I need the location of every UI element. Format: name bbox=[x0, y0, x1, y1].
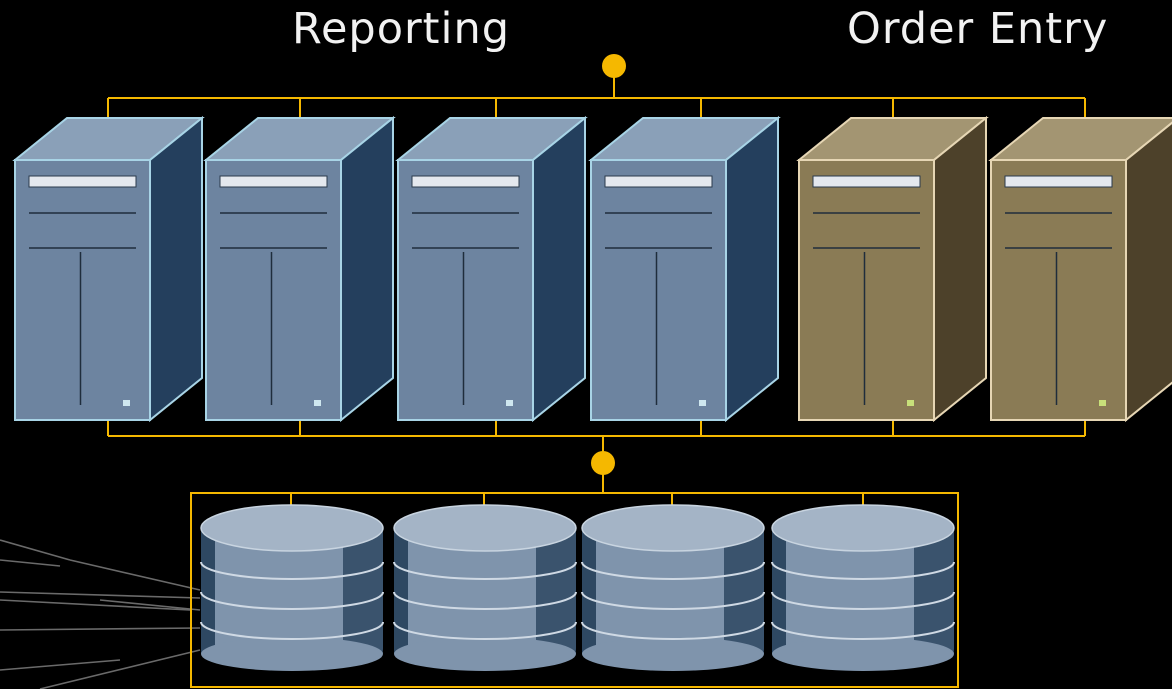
status-led bbox=[506, 400, 513, 406]
disk-shade-left bbox=[582, 528, 596, 654]
order-entry-label: Order Entry bbox=[847, 4, 1109, 54]
disk-body bbox=[582, 528, 764, 654]
storage-disk bbox=[581, 504, 765, 671]
status-led bbox=[314, 400, 321, 406]
drive-bay bbox=[812, 175, 921, 188]
drive-bay bbox=[604, 175, 713, 188]
order-entry-server-tower bbox=[988, 117, 1172, 423]
disk-top bbox=[771, 504, 955, 552]
drive-bay bbox=[411, 175, 520, 188]
disk-ring bbox=[771, 561, 955, 580]
grid-line bbox=[0, 559, 61, 567]
drive-bay bbox=[219, 175, 328, 188]
disk-ring bbox=[581, 621, 765, 640]
storage-disk bbox=[771, 504, 955, 671]
disk-body bbox=[394, 528, 576, 654]
tower-front bbox=[990, 159, 1127, 421]
tower-front bbox=[397, 159, 534, 421]
tower-side bbox=[149, 115, 203, 423]
storage-disk bbox=[393, 504, 577, 671]
tower-front bbox=[14, 159, 151, 421]
tower-front bbox=[590, 159, 727, 421]
disk-top bbox=[581, 504, 765, 552]
grid-line bbox=[39, 649, 201, 689]
tower-side bbox=[340, 115, 394, 423]
disk-ring bbox=[771, 591, 955, 610]
status-led bbox=[699, 400, 706, 406]
disk-body bbox=[772, 528, 954, 654]
disk-bottom bbox=[394, 637, 576, 671]
disk-shade-left bbox=[772, 528, 786, 654]
disk-ring bbox=[771, 621, 955, 640]
order-entry-server-tower bbox=[796, 115, 989, 423]
drive-bay bbox=[1004, 175, 1113, 188]
reporting-server-tower bbox=[12, 115, 205, 423]
tower-front bbox=[798, 159, 935, 421]
disk-ring bbox=[393, 621, 577, 640]
top-junction-node bbox=[602, 54, 626, 78]
drive-bay bbox=[28, 175, 137, 188]
storage-disk bbox=[200, 504, 384, 671]
grid-line bbox=[0, 599, 191, 611]
grid-line bbox=[99, 599, 201, 611]
reporting-server-tower bbox=[395, 115, 588, 423]
status-led bbox=[1099, 400, 1106, 406]
status-led bbox=[123, 400, 130, 406]
disk-ring bbox=[200, 621, 384, 640]
disk-ring bbox=[200, 561, 384, 580]
server-row bbox=[12, 115, 1172, 423]
disk-ring bbox=[581, 561, 765, 580]
disk-ring bbox=[393, 561, 577, 580]
tower-front bbox=[205, 159, 342, 421]
disk-ring bbox=[581, 591, 765, 610]
disk-body bbox=[201, 528, 383, 654]
storage-row bbox=[200, 504, 955, 671]
tower-side bbox=[933, 115, 987, 423]
disk-bottom bbox=[582, 637, 764, 671]
grid-line bbox=[0, 539, 71, 561]
disk-bottom bbox=[201, 637, 383, 671]
grid-line bbox=[0, 591, 201, 599]
grid-line bbox=[0, 627, 201, 631]
status-led bbox=[907, 400, 914, 406]
tower-side bbox=[1125, 121, 1172, 423]
reporting-server-tower bbox=[203, 115, 396, 423]
disk-shade-left bbox=[394, 528, 408, 654]
grid-line bbox=[69, 559, 201, 591]
floor-grid-lines bbox=[0, 539, 201, 689]
disk-shade-left bbox=[201, 528, 215, 654]
disk-ring bbox=[393, 591, 577, 610]
middle-junction-node bbox=[591, 451, 615, 475]
reporting-server-tower bbox=[588, 115, 781, 423]
tower-side bbox=[532, 115, 586, 423]
disk-bottom bbox=[772, 637, 954, 671]
tower-side bbox=[725, 115, 779, 423]
grid-line bbox=[0, 659, 121, 671]
disk-top bbox=[200, 504, 384, 552]
disk-ring bbox=[200, 591, 384, 610]
reporting-label: Reporting bbox=[292, 4, 511, 54]
disk-top bbox=[393, 504, 577, 552]
connector-lines bbox=[107, 54, 1086, 688]
